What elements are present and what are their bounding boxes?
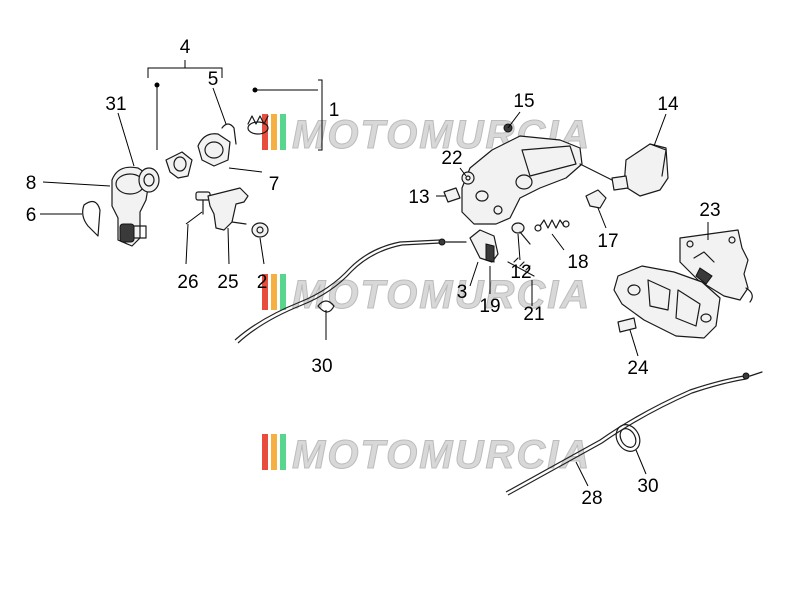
part-bolt-26: [195, 191, 211, 215]
part-cable-clip-30-lower: [615, 424, 641, 452]
label-23: 23: [699, 200, 720, 221]
watermark-top: MOTOMURCIA: [262, 113, 591, 158]
label-7: 7: [269, 174, 280, 195]
logo-bar-orange: [271, 434, 277, 470]
label-13: 13: [408, 187, 429, 208]
label-22: 22: [441, 148, 462, 169]
part-cam: [165, 151, 193, 179]
watermark-text: MOTOMURCIA: [292, 433, 591, 477]
logo-bar-red: [262, 274, 268, 310]
label-8: 8: [26, 173, 37, 194]
label-21: 21: [523, 304, 544, 325]
label-4: 4: [180, 37, 191, 58]
part-pin: [221, 123, 237, 145]
label-28: 28: [581, 488, 602, 509]
part-clip-13: [443, 187, 461, 203]
label-30-lower: 30: [637, 476, 658, 497]
label-30-upper: 30: [311, 356, 332, 377]
label-3: 3: [457, 282, 468, 303]
part-latch-plate-23: [679, 229, 753, 303]
label-14: 14: [657, 94, 679, 115]
logo-bar-green: [280, 274, 286, 310]
part-washer: [138, 167, 160, 193]
part-nut-2: [251, 222, 269, 238]
cable-lower: [505, 371, 763, 496]
label-6: 6: [26, 205, 37, 226]
part-labels: 4 5 1 31 8 6 7 26 25 2 15 14 22 13 17 23…: [26, 37, 721, 509]
cable-upper: [234, 238, 467, 344]
label-2: 2: [257, 272, 268, 293]
part-spring-18: [534, 219, 570, 232]
part-actuator-14: [579, 143, 669, 197]
logo-bar-green: [280, 114, 286, 150]
part-spring-1: [247, 115, 269, 135]
watermark-middle: MOTOMURCIA: [262, 273, 591, 318]
label-1: 1: [329, 100, 340, 121]
part-screw-12: [511, 222, 531, 245]
part-latch-19: [469, 229, 499, 263]
label-31: 31: [105, 94, 126, 115]
group-bracket-4: [147, 60, 223, 150]
part-pin-21: [507, 257, 535, 277]
part-lock-assembly-24: [613, 265, 721, 339]
leader-lines: [40, 87, 709, 487]
watermark-bottom: MOTOMURCIA: [262, 433, 591, 478]
part-ring-gear: [197, 133, 231, 167]
part-cable-clip-30-upper: [317, 300, 335, 340]
label-18: 18: [567, 252, 588, 273]
label-19: 19: [479, 296, 500, 317]
logo-bar-red: [262, 434, 268, 470]
part-latch-bracket: [461, 111, 583, 225]
group-bracket-1: [252, 79, 323, 151]
logo-bar-green: [280, 434, 286, 470]
label-17: 17: [597, 231, 618, 252]
logo-bar-orange: [271, 274, 277, 310]
watermark-text: MOTOMURCIA: [292, 273, 591, 317]
label-5: 5: [208, 69, 219, 90]
label-26: 26: [177, 272, 198, 293]
label-24: 24: [627, 358, 649, 379]
watermark-text: MOTOMURCIA: [292, 113, 591, 157]
label-15: 15: [513, 91, 534, 112]
part-connector-17: [585, 189, 607, 209]
logo-bar-orange: [271, 114, 277, 150]
label-12: 12: [510, 262, 531, 283]
part-lever-25: [207, 187, 249, 231]
part-spring-clip: [82, 200, 101, 237]
label-25: 25: [217, 272, 238, 293]
